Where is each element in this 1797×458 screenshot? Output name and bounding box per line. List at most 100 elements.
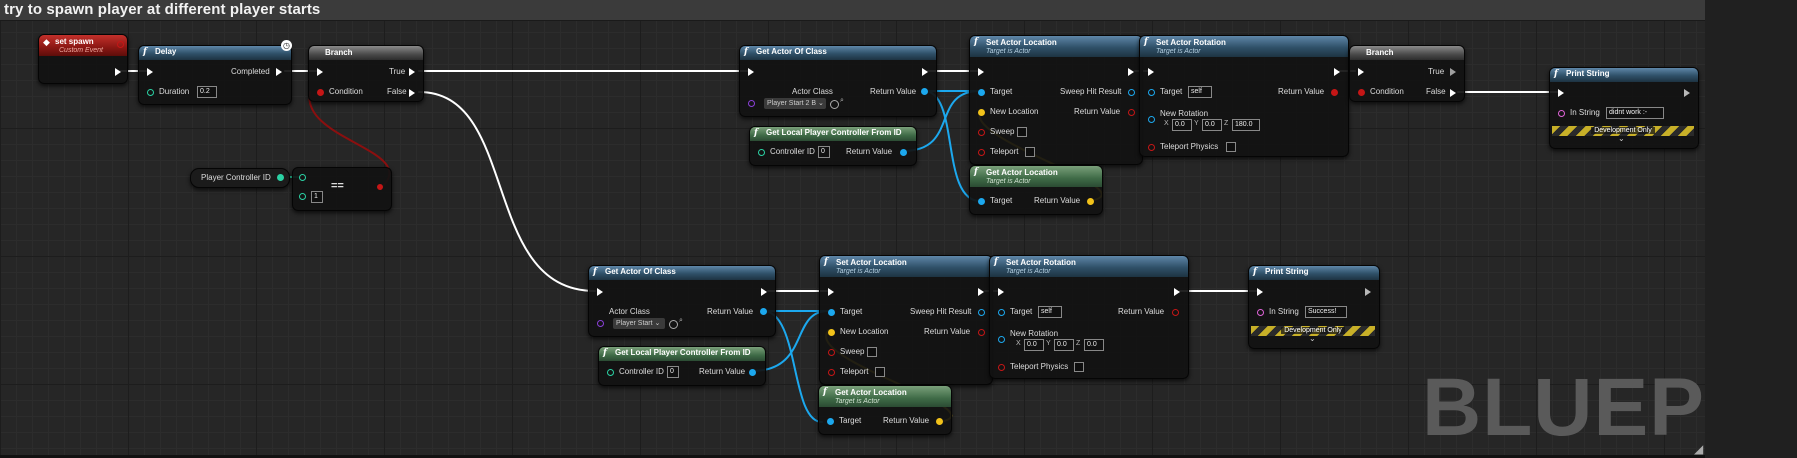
- set-actor-rotation-node-top[interactable]: f Set Actor Rotation Target is Actor Tar…: [1139, 35, 1349, 157]
- get-local-player-controller-top-id-field[interactable]: 0: [818, 146, 830, 158]
- set-actor-location-top-return-pin[interactable]: [1128, 109, 1135, 116]
- set-actor-rotation-bottom-y-field[interactable]: 0.0: [1054, 339, 1074, 351]
- branch-1-condition-pin[interactable]: [317, 89, 324, 96]
- get-actor-location-node-bottom[interactable]: f Get Actor Location Target is Actor Tar…: [818, 385, 952, 435]
- resize-handle-icon[interactable]: ◢: [1694, 442, 1704, 456]
- set-actor-location-top-target-pin[interactable]: [978, 89, 985, 96]
- player-controller-id-variable[interactable]: Player Controller ID: [190, 168, 290, 188]
- set-actor-rotation-top-return-pin[interactable]: [1331, 89, 1338, 96]
- set-actor-location-node-bottom[interactable]: f Set Actor Location Target is Actor Tar…: [819, 255, 993, 385]
- print-string-top-in-string-field[interactable]: didnt work :-: [1606, 107, 1664, 119]
- set-actor-location-bottom-teleport-checkbox[interactable]: [875, 367, 885, 377]
- set-actor-location-top-sweep-pin[interactable]: [978, 129, 985, 136]
- print-string-node-top[interactable]: f Print String In String didnt work :- D…: [1549, 67, 1699, 149]
- set-actor-rotation-bottom-z-field[interactable]: 0.0: [1084, 339, 1104, 351]
- get-local-player-controller-bottom-return-pin[interactable]: [749, 369, 756, 376]
- set-actor-location-bottom-sweep-checkbox[interactable]: [867, 347, 877, 357]
- get-actor-location-node-top[interactable]: f Get Actor Location Target is Actor Tar…: [969, 165, 1103, 215]
- get-local-player-controller-top-id-pin[interactable]: [758, 149, 765, 156]
- set-actor-location-top-teleport-checkbox[interactable]: [1025, 147, 1035, 157]
- equals-b-field[interactable]: 1: [311, 191, 323, 203]
- get-actor-location-top-target-pin[interactable]: [978, 198, 985, 205]
- event-node-set-spawn[interactable]: ◆ set spawn Custom Event: [38, 34, 128, 84]
- set-actor-location-bottom-exec-in-pin[interactable]: [828, 288, 834, 296]
- branch-2-true-pin[interactable]: [1450, 68, 1456, 76]
- get-actor-location-top-return-pin[interactable]: [1087, 198, 1094, 205]
- get-local-player-controller-bottom-id-field[interactable]: 0: [667, 366, 679, 378]
- get-actor-of-class-top-class-pin[interactable]: [748, 100, 755, 107]
- set-actor-location-node-top[interactable]: f Set Actor Location Target is Actor Tar…: [969, 35, 1143, 165]
- set-actor-location-bottom-sweep-pin[interactable]: [828, 349, 835, 356]
- set-actor-rotation-bottom-exec-out-pin[interactable]: [1174, 288, 1180, 296]
- get-actor-of-class-bottom-exec-in-pin[interactable]: [597, 288, 603, 296]
- delay-duration-field[interactable]: 0.2: [197, 86, 217, 98]
- print-string-bottom-in-string-field[interactable]: Success!: [1305, 306, 1347, 318]
- set-actor-rotation-top-z-field[interactable]: 180.0: [1232, 119, 1260, 131]
- set-actor-rotation-bottom-target-pin[interactable]: [998, 309, 1005, 316]
- delay-duration-pin[interactable]: [147, 89, 154, 96]
- set-actor-location-bottom-exec-out-pin[interactable]: [978, 288, 984, 296]
- set-actor-location-bottom-sweep-hit-pin[interactable]: [978, 309, 985, 316]
- set-actor-rotation-bottom-x-field[interactable]: 0.0: [1024, 339, 1044, 351]
- delay-completed-pin[interactable]: [276, 68, 282, 76]
- branch-node-1[interactable]: Branch True Condition False: [308, 45, 424, 102]
- set-actor-location-top-sweep-checkbox[interactable]: [1017, 127, 1027, 137]
- branch-1-exec-in-pin[interactable]: [317, 68, 323, 76]
- use-selected-icon[interactable]: [830, 100, 839, 109]
- get-actor-of-class-top-exec-in-pin[interactable]: [748, 68, 754, 76]
- set-actor-rotation-top-x-field[interactable]: 0.0: [1172, 119, 1192, 131]
- set-actor-rotation-top-y-field[interactable]: 0.0: [1202, 119, 1222, 131]
- get-actor-of-class-bottom-class-dropdown[interactable]: Player Start ⌄: [613, 318, 665, 329]
- event-exec-out-pin[interactable]: [115, 68, 121, 76]
- get-actor-of-class-node-bottom[interactable]: f Get Actor Of Class Actor Class Return …: [588, 265, 776, 337]
- set-actor-rotation-top-self-field[interactable]: self: [1188, 86, 1212, 98]
- set-actor-rotation-top-exec-out-pin[interactable]: [1334, 68, 1340, 76]
- get-local-player-controller-top-return-pin[interactable]: [900, 149, 907, 156]
- branch-2-exec-in-pin[interactable]: [1358, 68, 1364, 76]
- set-actor-location-top-teleport-pin[interactable]: [978, 149, 985, 156]
- branch-1-false-pin[interactable]: [409, 89, 415, 97]
- equals-a-pin[interactable]: [299, 174, 306, 181]
- set-actor-rotation-top-teleport-physics-checkbox[interactable]: [1226, 142, 1236, 152]
- set-actor-rotation-bottom-teleport-physics-checkbox[interactable]: [1074, 362, 1084, 372]
- expand-chevron-icon[interactable]: ⌄: [1618, 134, 1625, 143]
- print-string-top-in-string-pin[interactable]: [1558, 110, 1565, 117]
- get-actor-of-class-bottom-exec-out-pin[interactable]: [761, 288, 767, 296]
- set-actor-location-bottom-target-pin[interactable]: [828, 309, 835, 316]
- set-actor-rotation-bottom-return-pin[interactable]: [1172, 309, 1179, 316]
- set-actor-location-top-exec-in-pin[interactable]: [978, 68, 984, 76]
- browse-magnifier-icon[interactable]: ⌕: [840, 97, 844, 104]
- set-actor-location-top-exec-out-pin[interactable]: [1128, 68, 1134, 76]
- branch-2-false-pin[interactable]: [1450, 89, 1456, 97]
- print-string-top-exec-out-pin[interactable]: [1684, 89, 1690, 97]
- use-selected-icon[interactable]: [669, 320, 678, 329]
- set-actor-location-top-new-location-pin[interactable]: [978, 109, 985, 116]
- get-actor-of-class-top-return-pin[interactable]: [921, 88, 928, 95]
- delay-node[interactable]: f Delay Completed Duration 0.2: [138, 45, 292, 105]
- set-actor-location-bottom-new-location-pin[interactable]: [828, 329, 835, 336]
- player-controller-id-out-pin[interactable]: [277, 174, 284, 181]
- get-actor-of-class-bottom-class-pin[interactable]: [597, 320, 604, 327]
- event-delegate-pin[interactable]: [117, 41, 124, 48]
- set-actor-rotation-bottom-exec-in-pin[interactable]: [998, 288, 1004, 296]
- set-actor-rotation-bottom-teleport-physics-pin[interactable]: [998, 364, 1005, 371]
- print-string-bottom-exec-in-pin[interactable]: [1257, 288, 1263, 296]
- set-actor-rotation-top-teleport-physics-pin[interactable]: [1148, 144, 1155, 151]
- get-actor-of-class-node-top[interactable]: f Get Actor Of Class Actor Class Return …: [739, 45, 937, 117]
- set-actor-rotation-node-bottom[interactable]: f Set Actor Rotation Target is Actor Tar…: [989, 255, 1189, 379]
- print-string-bottom-exec-out-pin[interactable]: [1365, 288, 1371, 296]
- delay-exec-in-pin[interactable]: [147, 68, 153, 76]
- get-actor-location-bottom-target-pin[interactable]: [827, 418, 834, 425]
- print-string-top-exec-in-pin[interactable]: [1558, 89, 1564, 97]
- get-local-player-controller-bottom-id-pin[interactable]: [607, 369, 614, 376]
- branch-2-condition-pin[interactable]: [1358, 89, 1365, 96]
- branch-node-2[interactable]: Branch True Condition False: [1349, 45, 1465, 102]
- get-local-player-controller-node-bottom[interactable]: f Get Local Player Controller From ID Co…: [598, 346, 766, 386]
- set-actor-location-bottom-return-pin[interactable]: [978, 329, 985, 336]
- print-string-node-bottom[interactable]: f Print String In String Success! Develo…: [1248, 265, 1380, 349]
- get-local-player-controller-node-top[interactable]: f Get Local Player Controller From ID Co…: [749, 126, 917, 166]
- set-actor-rotation-bottom-self-field[interactable]: self: [1038, 306, 1062, 318]
- print-string-bottom-in-string-pin[interactable]: [1257, 309, 1264, 316]
- equals-result-pin[interactable]: [377, 184, 383, 190]
